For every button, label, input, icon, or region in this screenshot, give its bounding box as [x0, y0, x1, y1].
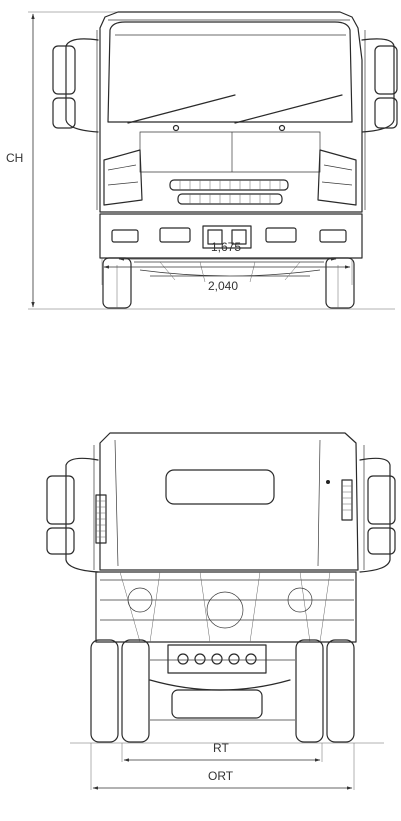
track-width-label: 1,675	[211, 240, 241, 254]
rear-window	[165, 469, 275, 505]
left-wiper	[127, 94, 236, 124]
rear-track-label: RT	[213, 741, 229, 755]
overall-width-label: 2,040	[208, 279, 238, 293]
left-headlight	[103, 149, 143, 206]
rear-right-inner-wheel	[295, 639, 324, 743]
overall-rear-track-dimension: ORT	[92, 769, 353, 790]
rear-left-mirror	[46, 457, 99, 573]
rear-track-dimension: RT	[123, 741, 321, 762]
rear-vent-left	[95, 494, 107, 544]
rear-right-mirror	[359, 457, 396, 573]
rear-axle-housing	[167, 644, 267, 674]
cab-height-dimension: CH	[6, 11, 125, 308]
rear-vent-right	[341, 479, 353, 521]
rear-right-outer-wheel	[326, 639, 355, 743]
left-mirror	[52, 38, 99, 133]
overall-rear-track-label: ORT	[208, 769, 234, 783]
front-cab-body	[99, 11, 363, 213]
rear-left-outer-wheel	[90, 639, 119, 743]
front-windshield	[107, 21, 353, 123]
right-headlight	[317, 149, 357, 206]
cab-height-label: CH	[6, 151, 23, 165]
rear-cab-body	[99, 432, 359, 571]
rear-chassis	[95, 571, 357, 643]
track-width-dimension: 1,675	[118, 240, 337, 261]
front-right-wheel	[325, 257, 355, 309]
right-mirror	[361, 38, 398, 133]
right-wiper	[234, 94, 343, 124]
rear-view: RT ORT	[46, 432, 396, 790]
rear-left-inner-wheel	[121, 639, 150, 743]
front-view: CH	[6, 11, 398, 310]
front-grille	[169, 179, 289, 205]
